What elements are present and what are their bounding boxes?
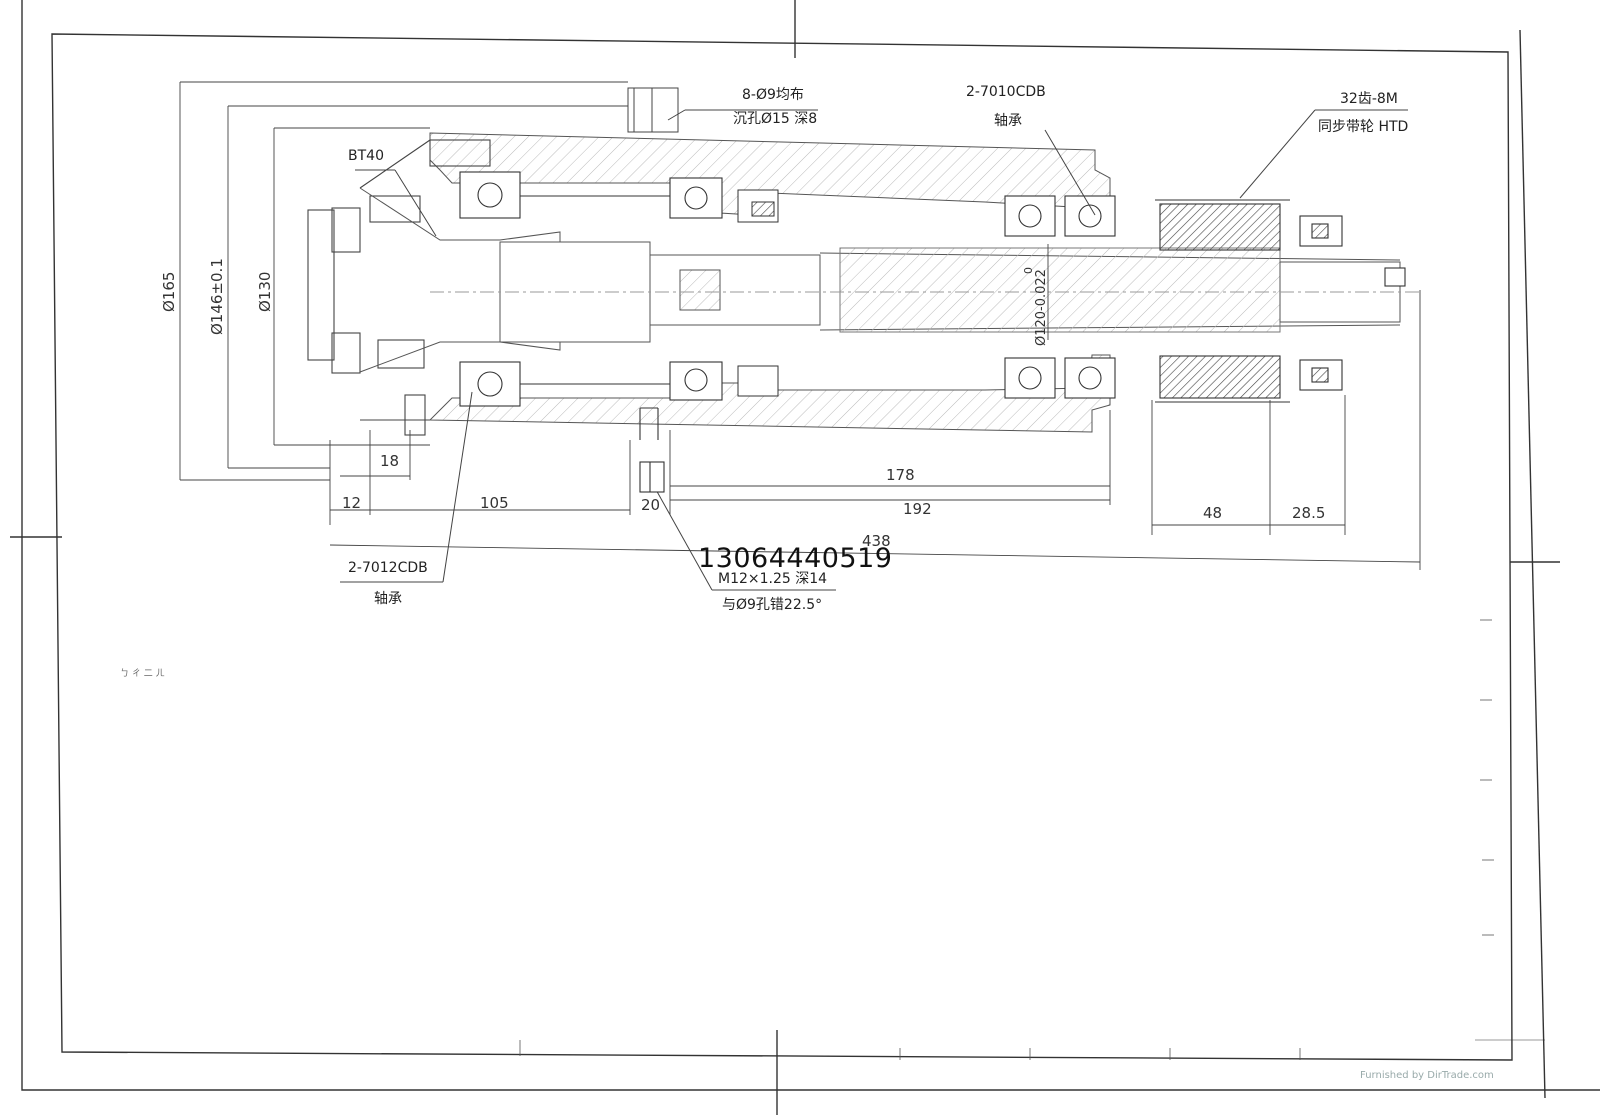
dim-d130: Ø130 — [256, 271, 274, 312]
dim-18: 18 — [380, 452, 400, 470]
dim-192: 192 — [903, 500, 932, 518]
margin-scribble: ㄅ ㄔ 二 ㄦ — [120, 669, 165, 679]
dim-d165: Ø165 — [160, 271, 178, 312]
rear-bearing-pair-top — [1004, 195, 1116, 237]
pulley-spec-line2: 同步带轮 HTD — [1318, 119, 1409, 135]
dim-178: 178 — [886, 466, 915, 484]
dim-105: 105 — [480, 494, 509, 512]
dim-28-5: 28.5 — [1292, 504, 1326, 522]
rear-bearing-model: 2-7010CDB — [966, 84, 1046, 100]
holes-spec-line2: 沉孔Ø15 深8 — [733, 111, 818, 127]
thread-spec-line1: M12×1.25 深14 — [718, 571, 828, 587]
belt-pulley — [1155, 199, 1406, 403]
dim-48: 48 — [1203, 504, 1223, 522]
phone-number-overlay: 13064440519 — [698, 543, 893, 574]
threaded-hole — [639, 407, 665, 493]
thread-spec-line2: 与Ø9孔错22.5° — [722, 597, 823, 613]
dim-438: 438 — [862, 532, 891, 550]
rear-bearing-pair-bottom — [1004, 357, 1116, 399]
front-flange — [307, 139, 491, 436]
dimension-lines — [179, 81, 1421, 570]
front-bearing-model: 2-7012CDB — [348, 560, 428, 576]
watermark: Furnished by DirTrade.com — [1360, 1070, 1494, 1081]
bt40-label: BT40 — [348, 148, 384, 164]
dim-d146: Ø146±0.1 — [208, 258, 226, 335]
leader-lines — [340, 109, 1408, 591]
ruler-ticks — [519, 619, 1494, 1060]
spindle-shaft — [359, 187, 1420, 373]
dim-12: 12 — [342, 494, 362, 512]
spacer-rings — [520, 189, 779, 397]
drawing-border — [10, 0, 1600, 1115]
holes-spec-line1: 8-Ø9均布 — [742, 87, 804, 103]
dim-d120: Ø120-0.022 — [1034, 269, 1049, 346]
dim-20: 20 — [641, 496, 661, 514]
front-bearing-label: 轴承 — [374, 591, 402, 607]
front-bearing-pair-top — [459, 171, 723, 219]
rear-bearing-label: 轴承 — [994, 113, 1022, 129]
pulley-spec-line1: 32齿-8M — [1340, 91, 1398, 107]
front-bearing-pair-bottom — [459, 361, 723, 407]
